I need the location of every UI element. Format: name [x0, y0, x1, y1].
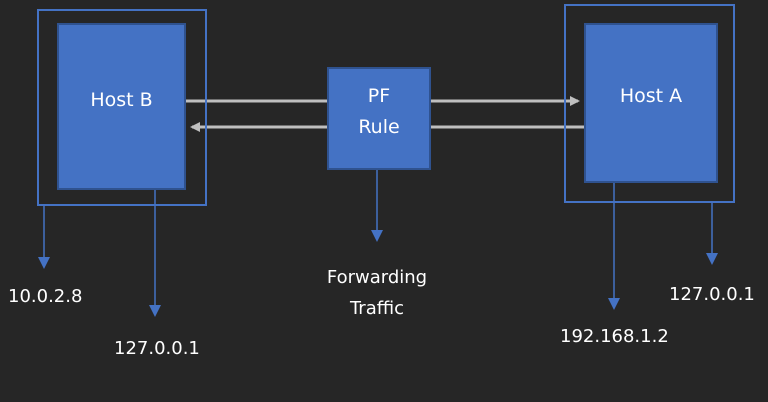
host-a-frame	[564, 4, 735, 203]
host-a-loopback-label: 127.0.0.1	[669, 284, 755, 305]
host-a-label: Host A	[619, 85, 683, 107]
host-b-ext-ip-label: 10.0.2.8	[8, 286, 83, 307]
pf-rule-box: PF Rule	[327, 67, 431, 170]
host-b-loopback-label: 127.0.0.1	[114, 338, 200, 359]
host-b-frame	[37, 9, 207, 206]
host-a-box: Host A	[584, 23, 718, 183]
host-a-ext-ip-label: 192.168.1.2	[560, 326, 669, 347]
pf-rule-line1: PF	[367, 85, 391, 107]
forwarding-line1-label: Forwarding	[326, 267, 428, 288]
forwarding-line2-label: Traffic	[349, 298, 405, 319]
host-b-box: Host B	[57, 23, 186, 190]
pf-rule-line2: Rule	[358, 116, 400, 138]
host-b-label: Host B	[90, 89, 153, 111]
